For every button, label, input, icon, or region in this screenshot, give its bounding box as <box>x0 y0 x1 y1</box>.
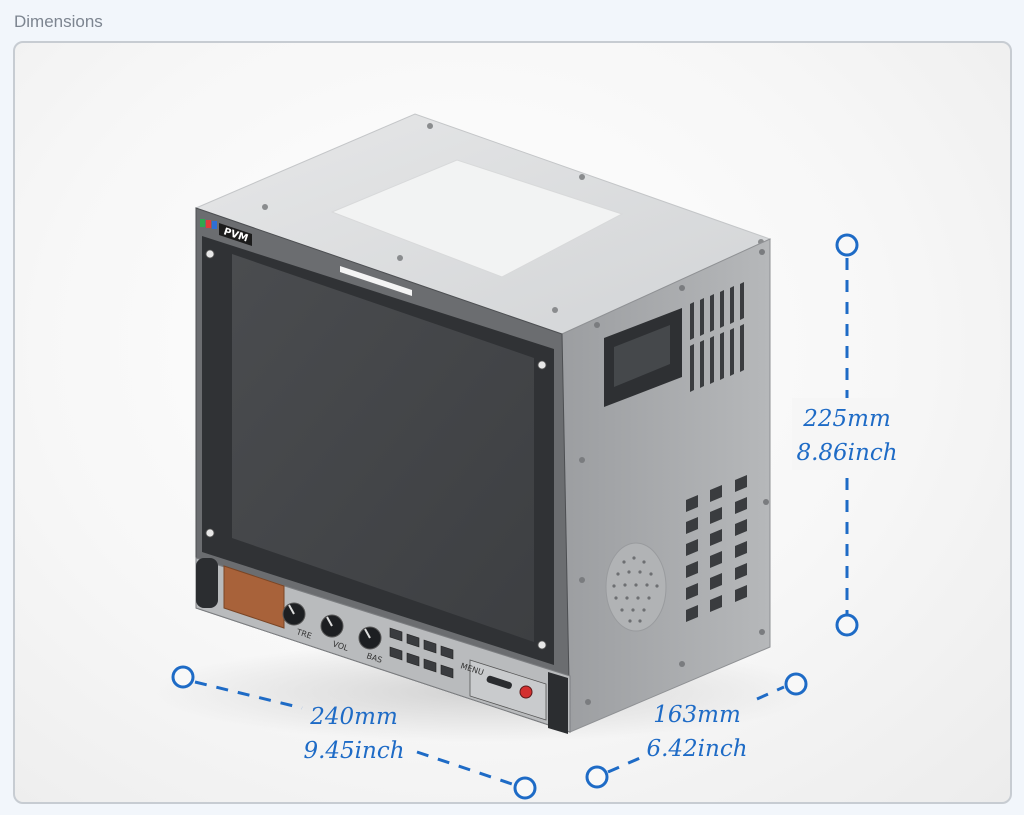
knob-tre[interactable] <box>282 602 306 626</box>
front-button-grid[interactable] <box>389 627 454 679</box>
monitor-top-vent-panel <box>330 159 624 278</box>
height-bottom-marker <box>835 613 859 637</box>
front-handle-left[interactable] <box>196 558 218 608</box>
top-light-slot <box>340 266 412 296</box>
knob-bas[interactable] <box>358 626 382 650</box>
depth-mm-label: 163mm <box>653 702 741 728</box>
menu-toggle[interactable] <box>486 675 513 690</box>
menu-panel <box>469 659 547 721</box>
side-handle-grip <box>614 325 670 387</box>
depth-left-marker <box>585 765 609 789</box>
height-top-marker <box>835 233 859 257</box>
width-left-marker <box>171 665 195 689</box>
knob-vol[interactable] <box>320 614 344 638</box>
speaker-holes <box>612 556 659 623</box>
width-mm-label: 240mm <box>309 704 398 730</box>
front-handle-right[interactable] <box>548 672 568 734</box>
width-right-marker <box>513 776 537 800</box>
depth-inch-label: 6.42inch <box>646 736 747 762</box>
front-speaker-grid <box>223 565 285 629</box>
bezel-screws <box>205 249 547 650</box>
side-lower-vents <box>686 475 747 622</box>
monitor-screen <box>232 254 534 642</box>
side-screws <box>579 249 769 705</box>
width-inch-label: 9.45inch <box>303 738 404 764</box>
width-dimension: 240mm 9.45inch <box>171 665 537 800</box>
height-mm-label: 225mm <box>802 406 891 432</box>
depth-dimension: 163mm 6.42inch <box>585 672 808 789</box>
dimensions-panel: PVM TRE VOL BAS <box>13 41 1012 804</box>
side-upper-vents <box>690 282 744 392</box>
depth-right-marker <box>784 672 808 696</box>
product-illustration: PVM TRE VOL BAS <box>152 113 904 800</box>
power-button[interactable] <box>519 685 533 699</box>
height-inch-label: 8.86inch <box>796 440 897 466</box>
section-title: Dimensions <box>14 12 103 31</box>
height-dimension: 225mm 8.86inch <box>792 233 904 637</box>
